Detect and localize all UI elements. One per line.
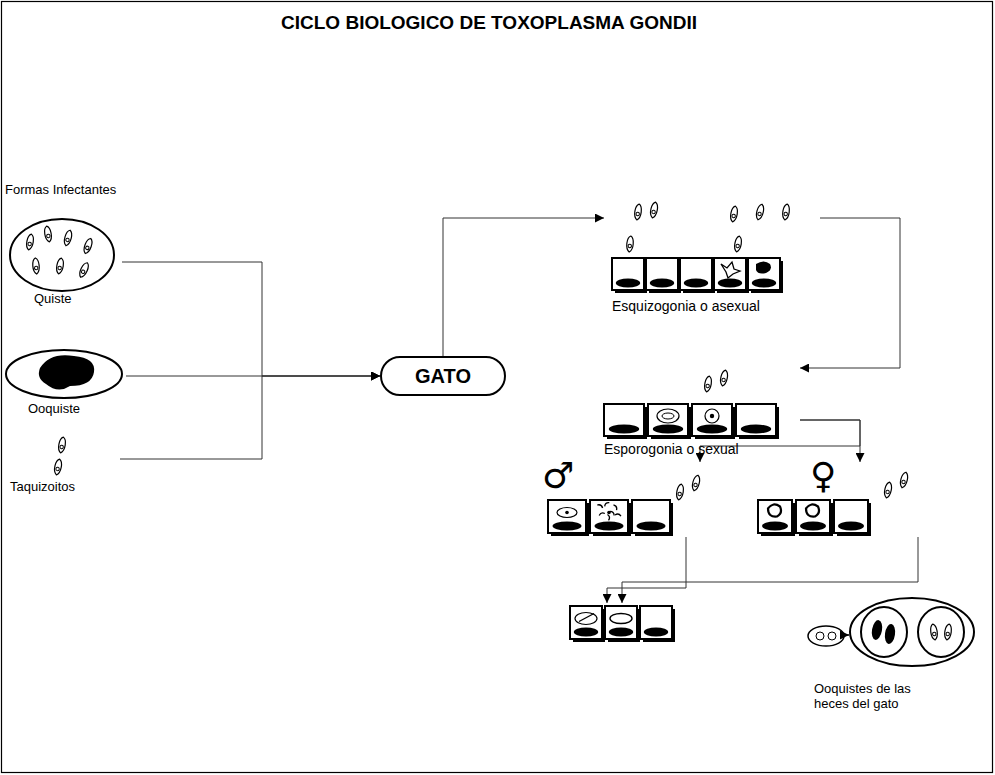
host-cell [548, 500, 589, 536]
male-stage: ♂ [538, 462, 728, 540]
oocyst-wall [6, 350, 122, 398]
host-cell [692, 404, 735, 439]
tachyzoite-form: Taquizoitos [4, 432, 120, 498]
tachyzoite [703, 376, 712, 393]
gamete-line [607, 537, 686, 603]
tachyzoite [634, 204, 643, 221]
host-cell [646, 258, 681, 293]
tachyzoite [944, 624, 953, 641]
tachyzoite [649, 202, 659, 219]
schizogony-stage: Esquizogonia o asexual [604, 200, 820, 318]
stage-label: Esquizogonia o asexual [612, 298, 760, 314]
tachyzoite [675, 484, 684, 501]
flow-arrow [122, 262, 380, 376]
host-name: GATO [415, 365, 471, 388]
host-cell [605, 606, 640, 642]
host-cell [748, 258, 783, 293]
female-stage: ♀ [752, 462, 932, 540]
host-pill: GATO [380, 356, 506, 396]
host-cell [736, 404, 779, 439]
host-cell [590, 500, 631, 536]
flow-arrow [800, 218, 900, 368]
host-cell [796, 500, 833, 536]
stage-label: ♂ [542, 458, 574, 494]
tachyzoite [899, 471, 909, 488]
host-cell [604, 404, 647, 439]
stage-label: Esporogonia o sexual [604, 441, 739, 457]
host-cell [632, 500, 673, 536]
tachyzoite [626, 236, 634, 253]
section-label: Formas Infectantes [5, 182, 116, 197]
tachyzoite [32, 258, 40, 274]
tachyzoite [55, 258, 64, 275]
tachyzoite [883, 482, 893, 499]
cyst-wall [10, 219, 114, 291]
oocyst-content [39, 355, 94, 389]
tachyzoite [53, 459, 63, 476]
tachyzoite [733, 236, 742, 253]
host-cell [648, 404, 691, 439]
stage-label: ♀ [810, 458, 836, 494]
host-cell [570, 606, 605, 642]
host-cell [612, 258, 647, 293]
faecal-oocysts [808, 598, 974, 666]
tachyzoite [25, 234, 34, 251]
tachyzoite [755, 203, 765, 220]
host-cell [680, 258, 715, 293]
flow-arrow [443, 218, 604, 356]
tachyzoite [930, 624, 939, 641]
flow-arrow [800, 420, 860, 462]
stage-label: Taquizoitos [10, 480, 75, 495]
host-cell [714, 258, 749, 293]
tachyzoite [729, 206, 738, 223]
tachyzoite [63, 229, 73, 246]
diagram-title: CICLO BIOLOGICO DE TOXOPLASMA GONDII [232, 12, 746, 34]
stage-label: Quiste [34, 292, 72, 307]
cyst-form: Quiste [6, 214, 122, 312]
tachyzoite [782, 204, 791, 221]
host-cell [640, 606, 675, 642]
stage-label: Ooquiste [28, 402, 80, 417]
flow-arrow [120, 376, 380, 459]
host-cell [834, 500, 871, 536]
tachyzoite [719, 370, 729, 387]
tachyzoite [78, 261, 91, 278]
faecal-oocyst-stage: Ooquistes de las heces del gato [790, 596, 980, 728]
tachyzoite [691, 474, 701, 491]
tachyzoite [43, 226, 52, 243]
oocyst-form: Ooquiste [4, 346, 126, 422]
sporogony-stage: Esporogonia o sexual [598, 356, 800, 464]
gamete-line [622, 537, 918, 603]
host-cell [758, 500, 795, 536]
tachyzoite [57, 437, 66, 454]
stage-label: Ooquistes de las heces del gato [814, 682, 946, 712]
tachyzoite [82, 237, 93, 254]
